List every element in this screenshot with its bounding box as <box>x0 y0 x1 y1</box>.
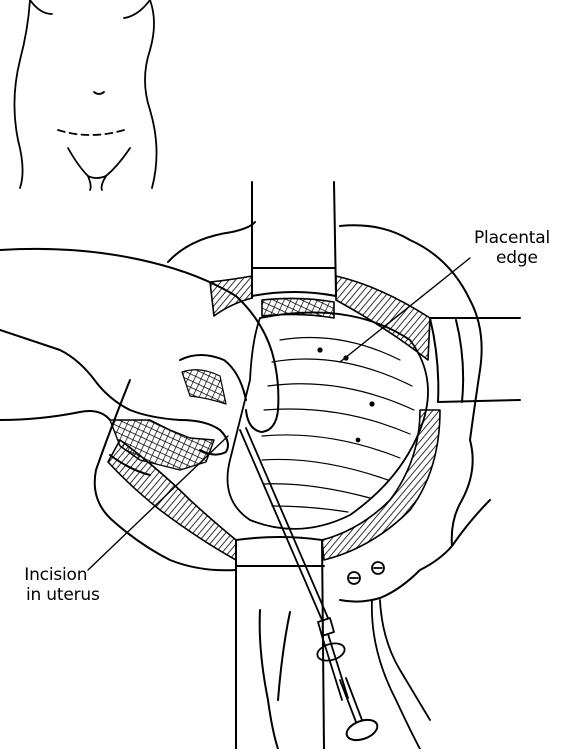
incision-line-1: Incision <box>24 565 88 585</box>
right-retractor <box>429 317 521 403</box>
top-retractor <box>251 181 337 299</box>
placental-edge-leader <box>339 257 471 363</box>
incision-leader <box>87 435 229 571</box>
bottom-retractor <box>235 536 325 750</box>
placental-edge-label: Placental edge <box>474 228 550 268</box>
surgeon-hand <box>0 247 280 471</box>
wound-edges <box>107 275 441 561</box>
placental-edge-line-1: Placental <box>474 228 550 248</box>
leader-lines <box>87 257 471 571</box>
incision-label: Incision in uterus <box>12 565 100 605</box>
instrument <box>239 427 379 742</box>
placental-edge-line-2: edge <box>496 248 538 268</box>
incision-line-2: in uterus <box>26 585 100 605</box>
drape-clips <box>347 561 431 750</box>
torso-inset <box>13 0 158 191</box>
